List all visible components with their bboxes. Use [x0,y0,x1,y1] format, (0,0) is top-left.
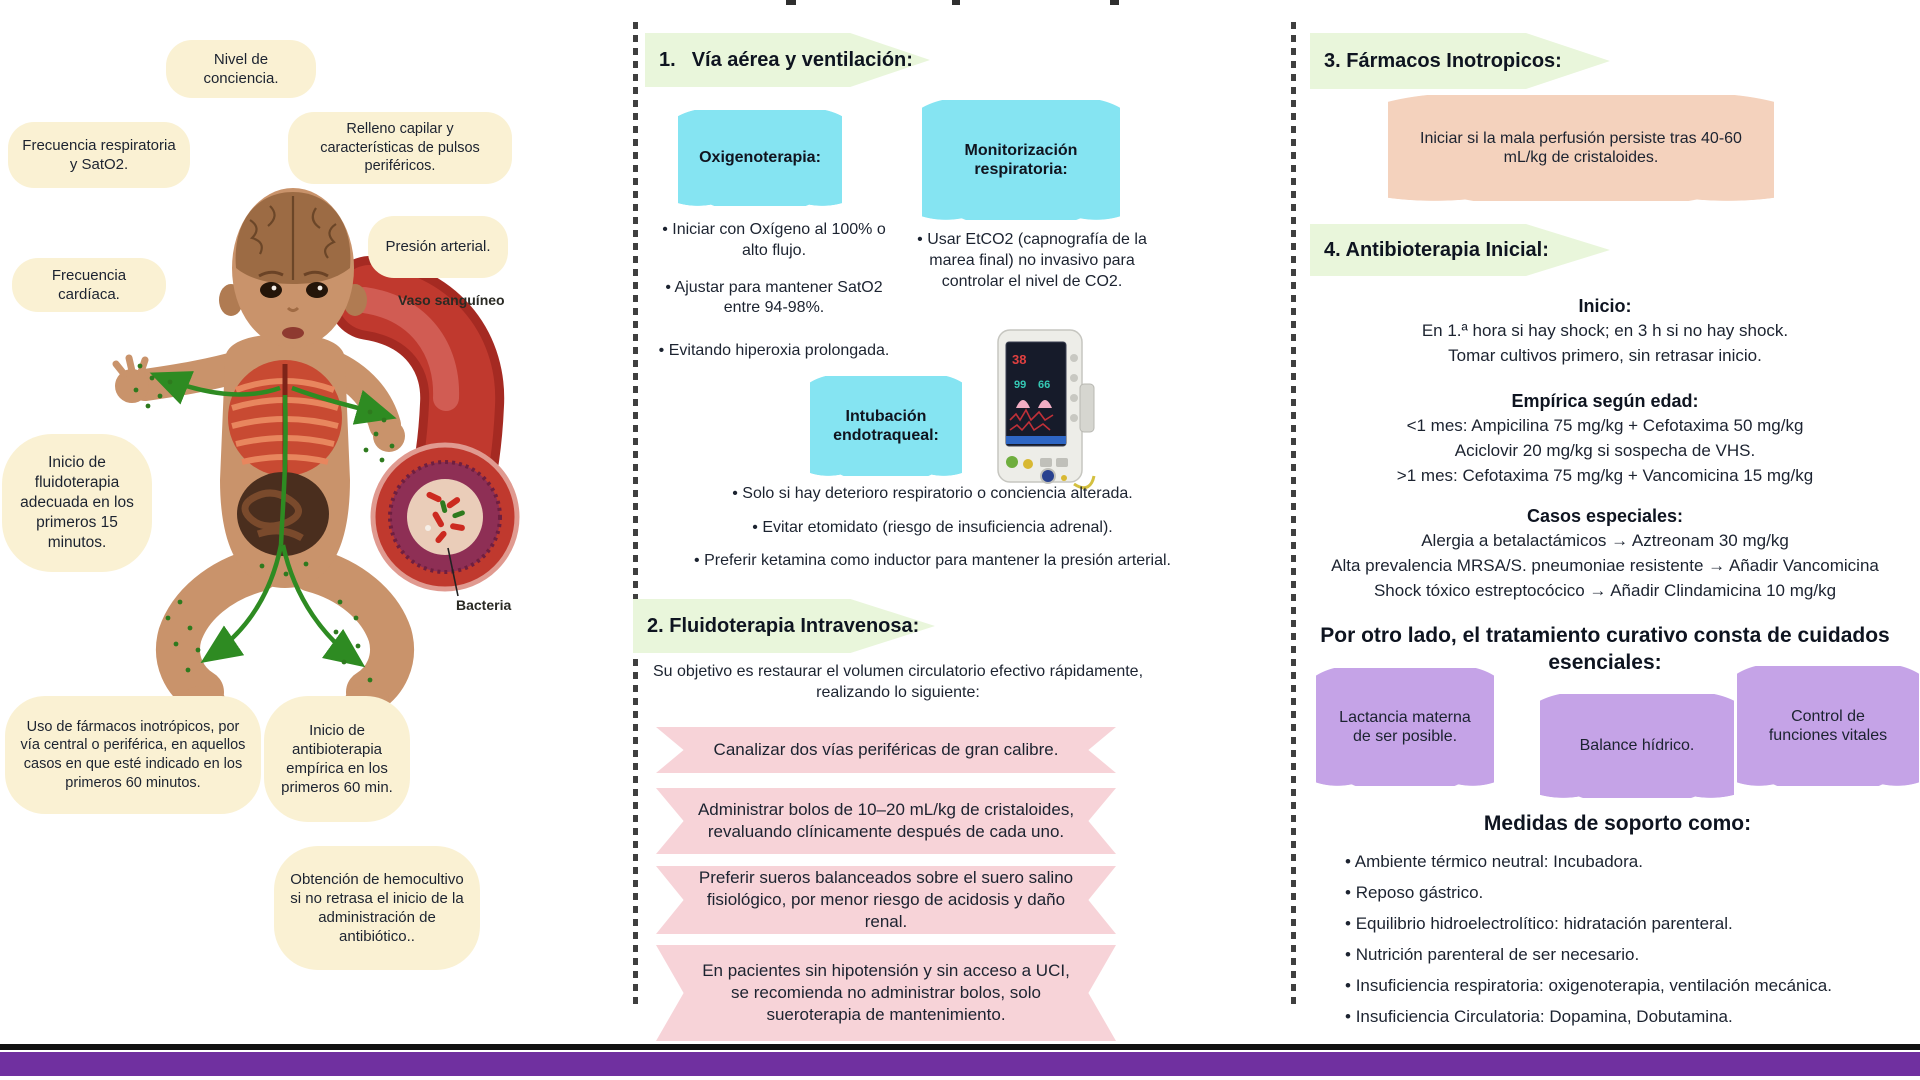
empirica-heading: Empírica según edad: [1511,391,1699,411]
section4-banner: 4. Antibioterapia Inicial: [1310,224,1610,276]
casos-heading: Casos especiales: [1526,506,1684,526]
cropped-title-remnant [786,0,796,5]
svg-text:99: 99 [1014,379,1026,391]
soporte-heading: Medidas de soporto como: [1483,812,1752,835]
list-item: Reposo gástrico. [1345,877,1900,908]
note-frecuencia-respiratoria: Frecuencia respiratoria y SatO2. [8,122,190,188]
divider-right-dotted [1291,22,1296,1010]
vessel-cross-section [370,442,520,597]
bacteria-label: Bacteria [456,597,512,613]
inicio-heading: Inicio: [1578,296,1632,316]
note-relleno-capilar: Relleno capilar y características de pul… [288,112,512,184]
bacteria-dots [133,363,395,683]
casos-line: Alta prevalencia MRSA/S. pneumoniae resi… [1331,556,1879,575]
inicio-line: Tomar cultivos primero, sin retrasar ini… [1448,346,1762,365]
infant-sepsis-illustration [112,188,520,714]
section1-number: 1. [659,48,676,71]
list-item: Ambiente térmico neutral: Incubadora. [1345,846,1900,877]
intubacion-bullets: Solo si hay deterioro respiratorio o con… [650,485,1215,585]
ribbon-step: En pacientes sin hipotensión y sin acces… [656,945,1116,1041]
empirica-line: Aciclovir 20 mg/kg si sospecha de VHS. [1454,441,1756,460]
cloud-lactancia: Lactancia materna de ser posible. [1316,668,1494,786]
cloud-monitorizacion: Monitorización respiratoria: [922,100,1120,220]
vessel-label: Vaso sanguíneo [398,292,505,308]
note-frecuencia-cardiaca: Frecuencia cardíaca. [12,258,166,312]
cropped-title-remnant [1110,0,1119,5]
section3-banner: 3. Fármacos Inotropicos: [1310,33,1610,89]
inicio-line: En 1.ª hora si hay shock; en 3 h si no h… [1421,321,1789,340]
soporte-bullets: Ambiente térmico neutral: Incubadora. Re… [1345,846,1900,1032]
list-item: Solo si hay deterioro respiratorio o con… [650,485,1215,503]
cloud-intubacion: Intubación endotraqueal: [810,376,962,476]
note-inicio-antibioterapia: Inicio de antibioterapia empírica en los… [264,696,410,822]
svg-text:66: 66 [1038,379,1050,391]
list-item: Evitando hiperoxia prolongada. [648,341,900,362]
casos-line: Alergia a betalactámicos → Aztreonam 30 … [1421,531,1789,550]
section1-title: Vía aérea y ventilación: [691,48,913,71]
fluidoterapia-intro: Su objetivo es restaurar el volumen circ… [652,663,1144,701]
empirica-line: >1 mes: Cefotaxima 75 mg/kg + Vancomicin… [1396,466,1814,485]
list-item: Evitar etomidato (riesgo de insuficienci… [650,519,1215,537]
divider-left-dotted [633,22,638,1010]
ribbon-step: Administrar bolos de 10–20 mL/kg de cris… [656,788,1116,854]
section1-banner: 1. Vía aérea y ventilación: [645,33,930,87]
list-item: Insuficiencia Circulatoria: Dopamina, Do… [1345,1001,1900,1032]
cloud-control: Control de funciones vitales [1737,666,1919,786]
list-item: Preferir ketamina como inductor para man… [650,552,1215,570]
vital-signs-monitor-image: 38 99 66 [997,329,1096,490]
note-presion-arterial: Presión arterial. [368,216,508,278]
cloud-inotropicos: Iniciar si la mala perfusión persiste tr… [1388,95,1774,201]
oxigenoterapia-bullets: Iniciar con Oxígeno al 100% o alto flujo… [648,220,900,378]
ribbon-step: Canalizar dos vías periféricas de gran c… [656,727,1116,773]
empirica-line: <1 mes: Ampicilina 75 mg/kg + Cefotaxima… [1406,416,1804,435]
bottom-black-line [0,1044,1920,1050]
note-nivel-conciencia: Nivel de conciencia. [166,40,316,98]
bottom-purple-bar [0,1052,1920,1076]
svg-text:38: 38 [1012,352,1026,367]
list-item: Iniciar con Oxígeno al 100% o alto flujo… [648,220,900,262]
section2-banner: 2. Fluidoterapia Intravenosa: [633,599,935,653]
curativo-heading: Por otro lado, el tratamiento curativo c… [1320,624,1890,674]
cloud-oxigenoterapia: Oxigenoterapia: [678,110,842,206]
note-hemocultivo: Obtención de hemocultivo si no retrasa e… [274,846,480,970]
monitorizacion-bullet: Usar EtCO2 (capnografía de la marea fina… [916,230,1148,292]
ribbon-step: Preferir sueros balanceados sobre el sue… [656,866,1116,934]
casos-line: Shock tóxico estreptocócico → Añadir Cli… [1373,581,1837,600]
list-item: Insuficiencia respiratoria: oxigenoterap… [1345,970,1900,1001]
note-uso-inotropicos: Uso de fármacos inotrópicos, por vía cen… [5,696,261,814]
list-item: Ajustar para mantener SatO2 entre 94-98%… [648,278,900,320]
note-fluidoterapia: Inicio de fluidoterapia adecuada en los … [2,434,152,572]
cloud-balance: Balance hídrico. [1540,694,1734,798]
list-item: Nutrición parenteral de ser necesario. [1345,939,1900,970]
list-item: Equilibrio hidroelectrolítico: hidrataci… [1345,908,1900,939]
cropped-title-remnant [952,0,960,5]
bacteria-in-vessel [425,491,465,544]
